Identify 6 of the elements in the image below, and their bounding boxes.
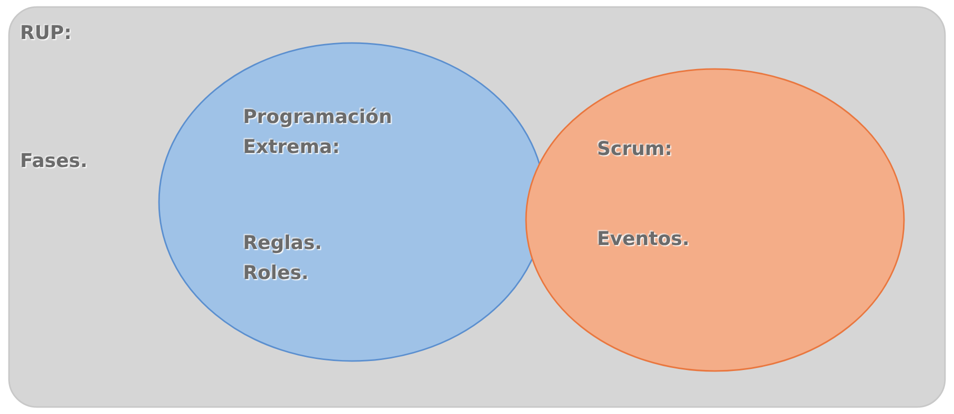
node-text: Reglas. Roles. bbox=[243, 231, 323, 286]
node-text: Fases. bbox=[20, 149, 88, 174]
node-text: Eventos. bbox=[597, 227, 690, 252]
node-heading: Scrum: bbox=[597, 137, 674, 162]
node-heading: RUP: bbox=[20, 21, 73, 46]
node-heading: Programación Extrema: bbox=[243, 105, 394, 160]
